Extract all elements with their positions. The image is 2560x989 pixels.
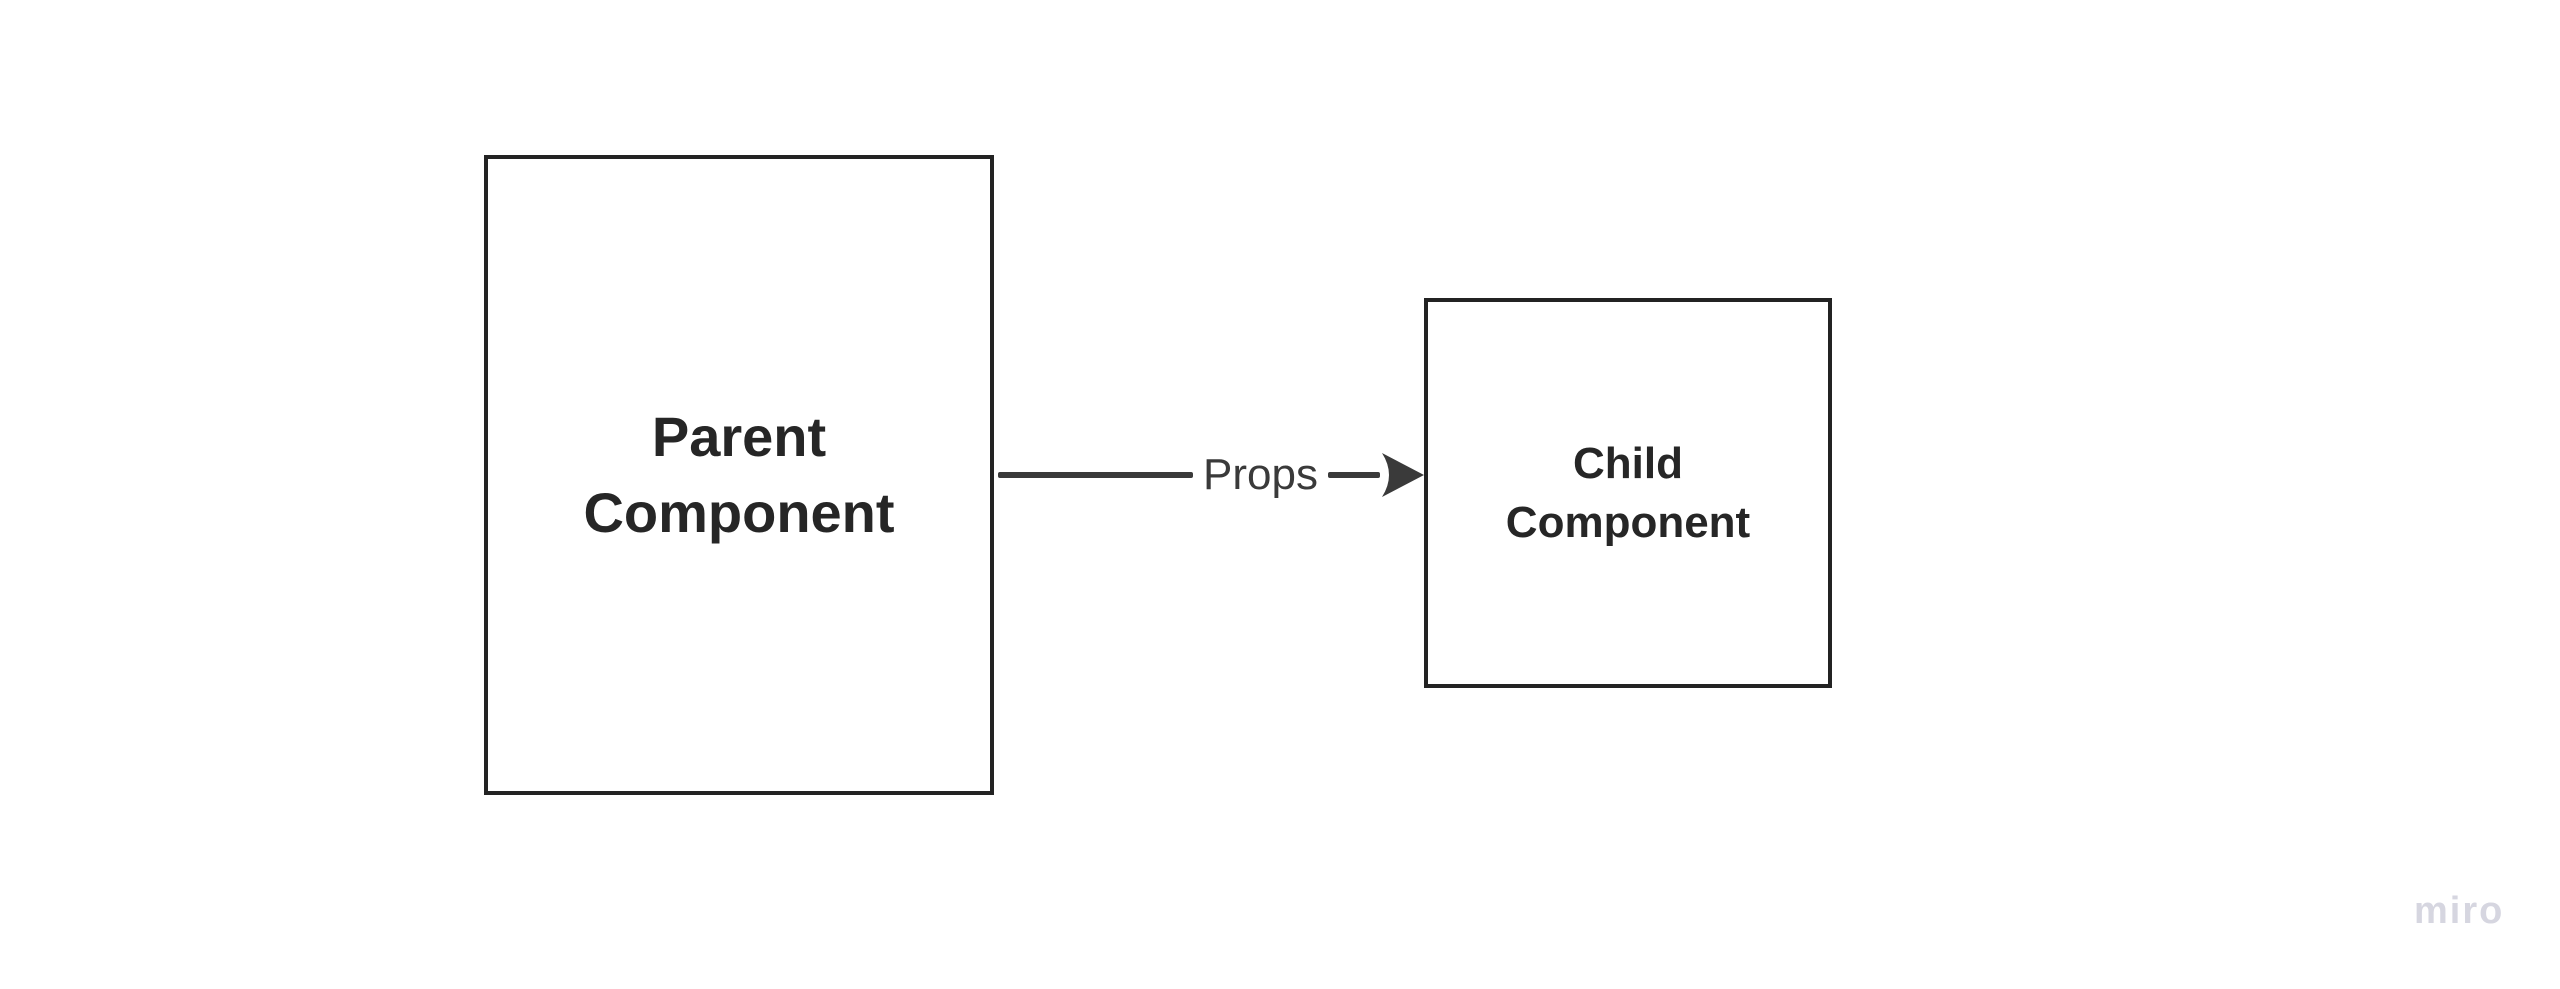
props-connector[interactable]: Props xyxy=(998,452,1424,498)
arrowhead-icon xyxy=(1382,453,1424,497)
child-component-node[interactable]: Child Component xyxy=(1424,298,1832,688)
connector-line-left xyxy=(998,472,1193,478)
connector-line-right xyxy=(1328,472,1380,478)
parent-component-label: Parent Component xyxy=(583,405,895,544)
parent-component-node[interactable]: Parent Component xyxy=(484,155,994,795)
miro-watermark-logo: miro xyxy=(2414,890,2505,932)
props-edge-label: Props xyxy=(1203,450,1318,499)
child-component-label: Child Component xyxy=(1505,438,1751,547)
